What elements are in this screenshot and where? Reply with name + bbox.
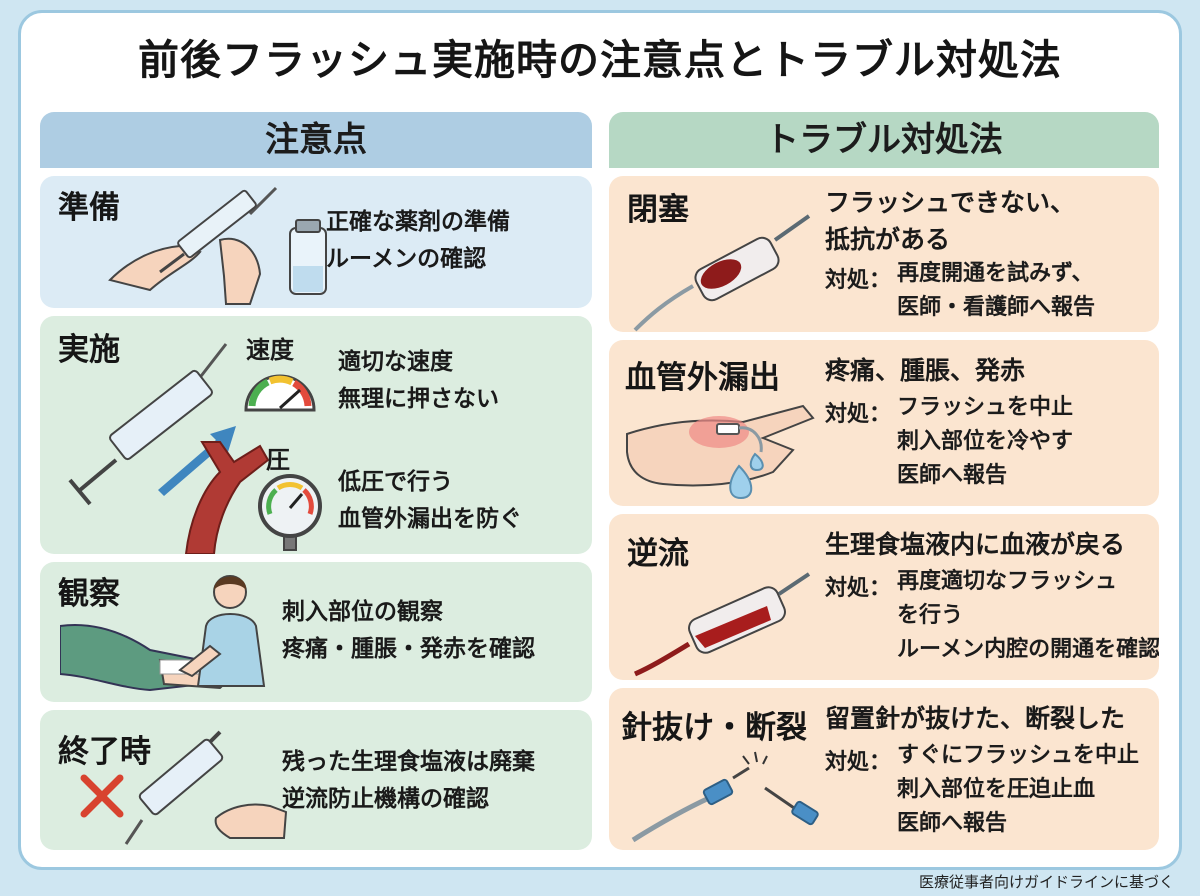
caution-card-prep: 準備 正確な薬剤の準備 ルーメンの確認 — [40, 176, 592, 308]
caution-label-prep: 準備 — [58, 190, 120, 226]
trouble-symptom-backflow: 生理食塩液内に血液が戻る — [825, 530, 1126, 559]
caution-text-observe: 刺入部位の観察 疼痛・腫脹・発赤を確認 — [282, 599, 535, 662]
swollen-hand-icon — [626, 404, 815, 500]
caution-text-finish: 残った生理食塩液は廃棄 逆流防止機構の確認 — [282, 749, 535, 812]
cautions-header: 注意点 — [40, 112, 592, 168]
trouble-card-extravasation: 血管外漏出 疼痛、腫脹、発赤 対処： フラッシュを中止 刺入部位を冷やす 医師へ… — [609, 340, 1159, 506]
trouble-label-occlusion: 閉塞 — [627, 192, 689, 228]
footer-note: 医療従事者向けガイドラインに基づく — [918, 873, 1174, 891]
trouble-action-extravasation: フラッシュを中止 刺入部位を冷やす 医師へ報告 — [897, 395, 1074, 488]
syringe-discard-icon — [124, 730, 288, 845]
trouble-symptom-extravasation: 疼痛、腫脹、発赤 — [825, 356, 1026, 385]
caution-text-speed: 適切な速度 無理に押さない — [338, 349, 499, 412]
pressure-label: 圧 — [266, 446, 290, 474]
trouble-symptom-occlusion: フラッシュできない、 抵抗がある — [825, 188, 1076, 254]
trouble-action-dislodge: すぐにフラッシュを中止 刺入部位を圧迫止血 医師へ報告 — [897, 743, 1140, 836]
trouble-action-label-dislodge: 対処： — [825, 750, 892, 775]
caution-text-prep: 正確な薬剤の準備 ルーメンの確認 — [326, 209, 510, 272]
caution-card-observe: 観察 刺入部位の観察 疼痛・腫脹・発赤を確認 — [40, 562, 592, 702]
pressure-gauge-icon — [258, 474, 322, 551]
caution-label-perform: 実施 — [58, 332, 120, 368]
trouble-action-label-extravasation: 対処： — [825, 402, 892, 427]
trouble-label-backflow: 逆流 — [627, 536, 689, 572]
caution-card-finish: 終了時 残った生理食塩液は廃棄 逆流防止機構の確認 — [40, 710, 592, 850]
occluded-catheter-icon — [633, 214, 811, 332]
trouble-card-backflow: 逆流 生理食塩液内に血液が戻る 対処： 再度適切なフラッシュ を行う ルーメン内… — [609, 514, 1159, 680]
trouble-action-label-backflow: 対処： — [825, 576, 892, 601]
nurse-observing-icon — [60, 575, 266, 692]
trouble-action-backflow: 再度適切なフラッシュ を行う ルーメン内腔の開通を確認 — [897, 569, 1159, 662]
page-title: 前後フラッシュ実施時の注意点とトラブル対処法 — [138, 36, 1062, 84]
caution-text-pressure: 低圧で行う 血管外漏出を防ぐ — [338, 469, 522, 532]
backflow-catheter-icon — [633, 572, 811, 677]
caution-label-observe: 観察 — [58, 576, 120, 612]
caution-label-finish: 終了時 — [58, 734, 151, 770]
trouble-label-dislodge: 針抜け・断裂 — [621, 710, 807, 746]
trouble-symptom-dislodge: 留置針が抜けた、断裂した — [825, 704, 1126, 733]
trouble-action-occlusion: 再度開通を試みず、 医師・看護師へ報告 — [897, 261, 1096, 320]
broken-needle-icon — [631, 751, 819, 843]
trouble-action-label-occlusion: 対処： — [825, 268, 892, 293]
blood-vessel-icon — [184, 441, 270, 554]
trouble-card-dislodge: 針抜け・断裂 留置針が抜けた、断裂した 対処： すぐにフラッシュを中止 刺入部位… — [609, 688, 1159, 850]
cross-mark-icon — [80, 774, 124, 818]
speed-label: 速度 — [246, 336, 294, 364]
caution-card-perform: 実施 速度 適切な速度 無理に押さない 圧 低圧で行う 血管外漏出を防ぐ — [40, 316, 592, 554]
speed-gauge-icon — [244, 374, 316, 412]
troubles-header: トラブル対処法 — [609, 112, 1159, 168]
trouble-label-extravasation: 血管外漏出 — [625, 360, 780, 396]
trouble-card-occlusion: 閉塞 フラッシュできない、 抵抗がある 対処： 再度開通を試みず、 医師・看護師… — [609, 176, 1159, 332]
syringe-hands-icon — [108, 186, 327, 305]
